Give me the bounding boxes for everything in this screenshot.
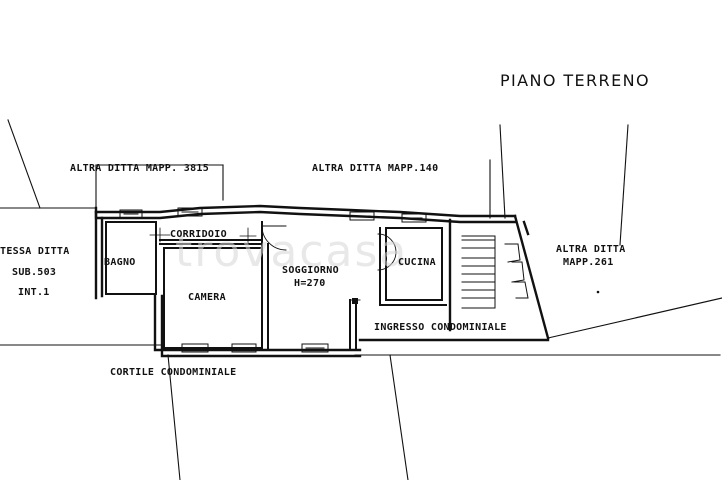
room-label-bathroom: BAGNO (104, 257, 136, 268)
wall-stub (352, 298, 358, 304)
dimension-marks (149, 227, 257, 245)
neighbor-east-line2: MAPP.261 (563, 257, 614, 268)
neighbor-north-right: ALTRA DITTA MAPP.140 (312, 163, 439, 174)
outer-walls (94, 204, 550, 358)
neighbor-north-left: ALTRA DITTA MAPP. 3815 (70, 163, 210, 174)
room-label-living-height: H=270 (294, 278, 326, 289)
room-label-kitchen: CUCINA (398, 257, 436, 268)
neighbor-west-line2: SUB.503 (12, 267, 57, 278)
door-swings (261, 225, 397, 301)
shared-area-courtyard: CORTILE CONDOMINIALE (110, 367, 237, 378)
shared-area-entrance: INGRESSO CONDOMINIALE (374, 322, 507, 333)
interior-walls (105, 221, 447, 351)
neighbor-west-line1: TESSA DITTA (0, 246, 70, 257)
site-boundary-lines (0, 119, 722, 480)
room-label-corridor: CORRIDOIO (170, 229, 227, 240)
room-label-bedroom: CAMERA (188, 292, 226, 303)
neighbor-east-line1: ALTRA DITTA (556, 244, 626, 255)
floor-title: PIANO TERRENO (500, 71, 650, 90)
room-label-living: SOGGIORNO (282, 265, 339, 276)
windows (119, 207, 427, 353)
staircase (461, 235, 529, 309)
reference-dot (596, 290, 600, 294)
neighbor-west-line3: INT.1 (18, 287, 50, 298)
